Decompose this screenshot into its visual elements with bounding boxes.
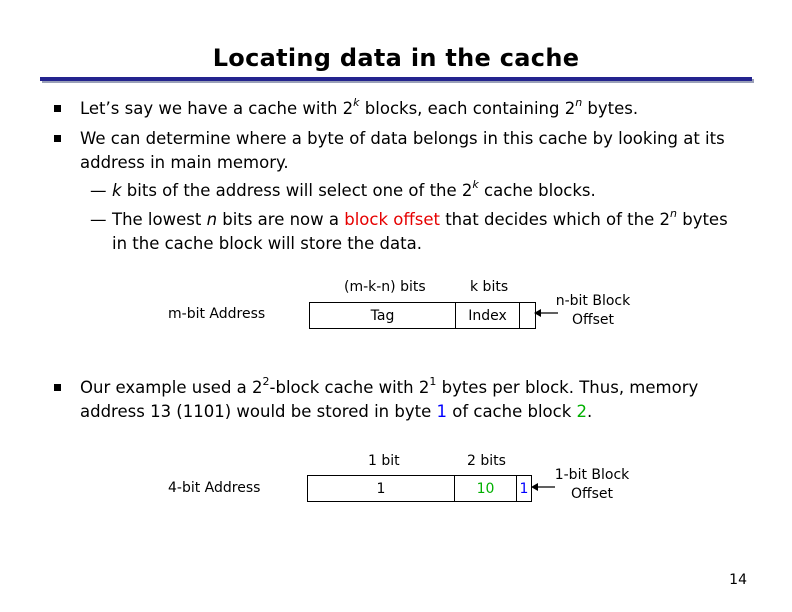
diagram2-tag-cell: 1 (308, 476, 455, 501)
bullet-marker (54, 105, 61, 112)
diagram1-index-cell: Index (456, 303, 520, 328)
diagram1-index-header: k bits (470, 279, 509, 295)
bullet-3-sup-a: 2 (262, 374, 270, 388)
block-offset-highlight: block offset (344, 210, 440, 229)
diagram1-address-box: Tag Index (309, 302, 536, 329)
block-index-highlight: 2 (576, 402, 588, 421)
dash-marker: — (90, 181, 107, 200)
bullet-3: Our example used a 22-block cache with 2… (54, 374, 760, 424)
diagram1-offset-label-line1: n-bit Block (555, 293, 631, 309)
subbullet-1-text-a: bits of the address will select one of t… (121, 181, 473, 200)
subbullet-1: — k bits of the address will select one … (90, 177, 752, 203)
dash-marker: — (90, 210, 107, 229)
subbullet-2-text-b: bits are now a (217, 210, 345, 229)
diagram1-tag-header: (m-k-n) bits (344, 279, 426, 295)
subbullet-2-text-c: that decides which of the 2 (439, 210, 670, 229)
bullet-1-text-a: Let’s say we have a cache with 2 (80, 99, 354, 118)
bullet-1-sup-n: n (575, 95, 583, 109)
bullet-3-text-a: Our example used a 2 (80, 378, 263, 397)
diagram2-offset-label-line2: Offset (570, 486, 614, 502)
bullet-3-sup-b: 1 (429, 374, 437, 388)
diagram1-tag-cell: Tag (310, 303, 456, 328)
diagram2-index-header: 2 bits (467, 453, 506, 469)
bullet-1: Let’s say we have a cache with 2k blocks… (54, 95, 760, 121)
bullet-3-text-d: of cache block (446, 402, 577, 421)
subbullet-2-text-a: The lowest (112, 210, 207, 229)
bullet-1-text-b: blocks, each containing 2 (359, 99, 576, 118)
subbullet-2-text-d: bytes in the cache block will store the … (112, 210, 728, 253)
byte-index-highlight: 1 (436, 402, 447, 421)
bullet-2-text: We can determine where a byte of data be… (80, 129, 725, 172)
diagram2-offset-cell: 1 (519, 480, 529, 497)
subbullet-2: — The lowest n bits are now a block offs… (90, 206, 742, 256)
diagram2-index-cell: 10 (455, 476, 517, 501)
subbullet-1-sup: k (472, 177, 479, 191)
diagram2-offset-label-line1: 1-bit Block (554, 467, 630, 483)
diagram2-address-box: 1 10 1 (307, 475, 532, 502)
bullet-marker (54, 135, 61, 142)
bullet-3-text-c: bytes per block. Thus, memory address 13… (80, 378, 699, 421)
bullet-1-sup-k: k (353, 95, 360, 109)
title-underline (40, 77, 752, 81)
bullet-1-text-c: bytes. (582, 99, 639, 118)
bullet-3-text-b: -block cache with 2 (269, 378, 430, 397)
page-number: 14 (729, 572, 747, 588)
diagram1-arrow (534, 309, 558, 317)
bullet-3-text-e: . (587, 402, 593, 421)
diagram1-address-label: m-bit Address (168, 306, 266, 322)
diagram2-tag-header: 1 bit (368, 453, 400, 469)
subbullet-2-sup: n (670, 206, 677, 220)
slide-title: Locating data in the cache (212, 44, 580, 72)
subbullet-1-k: k (112, 181, 122, 200)
diagram1-offset-label-line2: Offset (571, 312, 615, 328)
subbullet-2-n: n (206, 210, 218, 229)
bullet-marker (54, 384, 61, 391)
diagram1-offset-label: n-bit Block Offset (552, 292, 634, 330)
subbullet-1-text-b: cache blocks. (478, 181, 596, 200)
diagram2-address-label: 4-bit Address (168, 480, 261, 496)
bullet-2: We can determine where a byte of data be… (54, 127, 740, 175)
diagram2-offset-label: 1-bit Block Offset (550, 466, 634, 504)
diagram2-arrow (531, 483, 555, 491)
